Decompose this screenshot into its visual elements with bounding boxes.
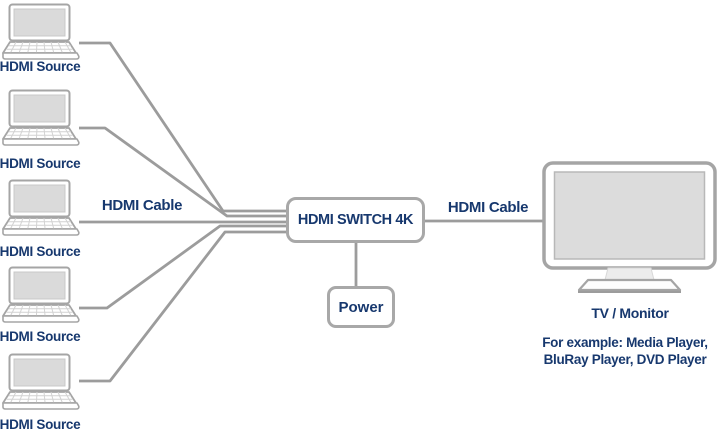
example-text-line1: For example: Media Player, (542, 335, 708, 350)
power-box: Power (327, 286, 395, 328)
cable-source5-to-switch (79, 230, 290, 383)
laptop-icon (2, 3, 80, 60)
cable-source4-to-switch (79, 224, 290, 310)
tv-monitor-icon (542, 161, 717, 293)
source-label-3: HDMI Source (0, 244, 81, 259)
laptop-icon (2, 353, 80, 410)
source-label-1: HDMI Source (0, 59, 81, 74)
cable-source2-to-switch (79, 126, 290, 218)
tv-monitor-label: TV / Monitor (591, 305, 669, 321)
hdmi-switch-box: HDMI SWITCH 4K (286, 197, 425, 243)
laptop-icon (2, 89, 80, 146)
hdmi-cable-label-left: HDMI Cable (101, 197, 183, 214)
example-text-line2: BluRay Player, DVD Player (543, 352, 707, 367)
source-label-2: HDMI Source (0, 156, 81, 171)
cable-source1-to-switch (79, 41, 290, 213)
laptop-icon (2, 179, 80, 236)
laptop-icon (2, 266, 80, 323)
source-label-4: HDMI Source (0, 329, 81, 344)
hdmi-cable-label-right: HDMI Cable (447, 199, 529, 216)
source-label-5: HDMI Source (0, 417, 81, 432)
hdmi-switch-label: HDMI SWITCH 4K (297, 212, 414, 228)
power-label: Power (338, 298, 384, 316)
